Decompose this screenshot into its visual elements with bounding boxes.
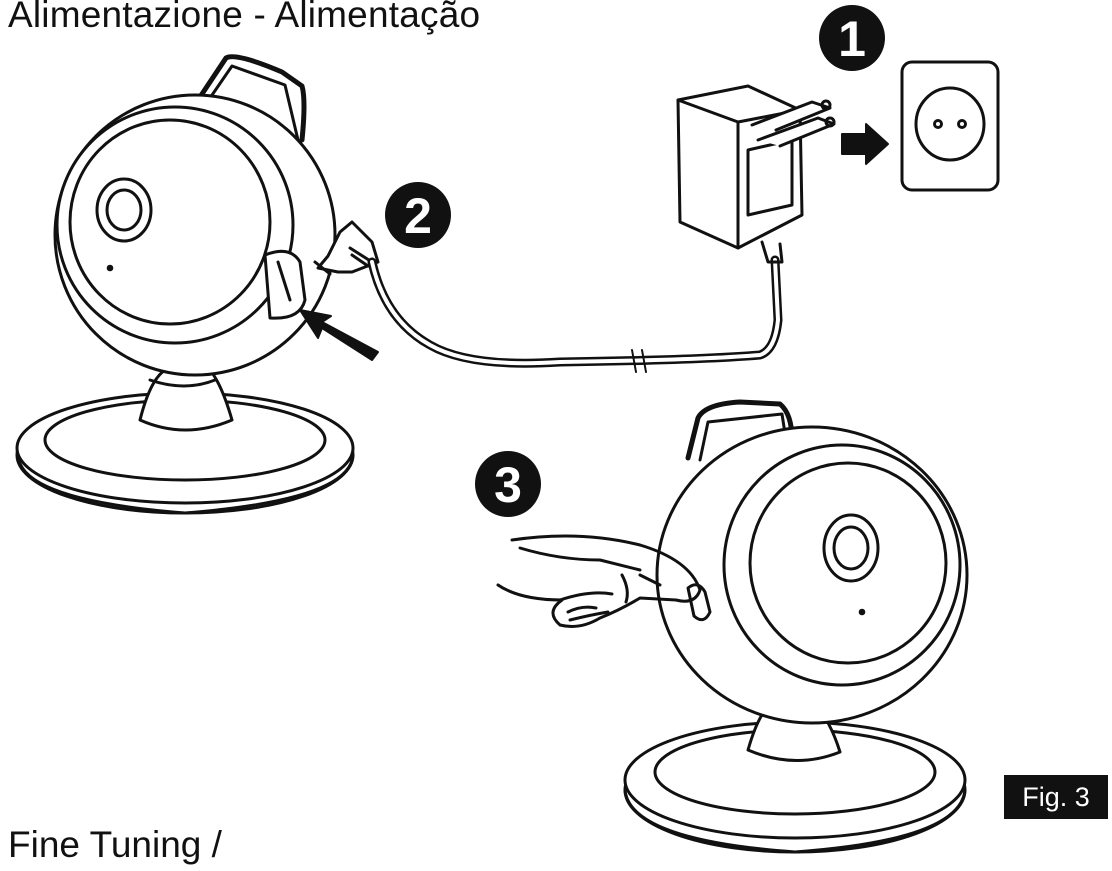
step-1-badge xyxy=(819,5,885,71)
hand-pressing-icon xyxy=(496,534,702,628)
figure-label: Fig. 3 xyxy=(1004,775,1108,819)
step-2-number: 2 xyxy=(404,188,432,244)
step-3-number: 3 xyxy=(494,457,522,513)
power-adapter xyxy=(676,84,836,264)
step-2-badge xyxy=(385,182,451,248)
wall-socket xyxy=(900,60,1000,192)
adapter-arrow-icon xyxy=(841,123,889,165)
plug-in-arrow-icon xyxy=(299,309,379,361)
dc-plug xyxy=(313,220,380,276)
step-3-badge xyxy=(475,451,541,517)
next-section-heading: Fine Tuning / xyxy=(8,824,222,865)
step-1-number: 1 xyxy=(838,11,866,67)
section-title: Alimentazione - Alimentação xyxy=(8,0,481,35)
camera-left xyxy=(15,54,355,515)
camera-right xyxy=(623,399,969,854)
